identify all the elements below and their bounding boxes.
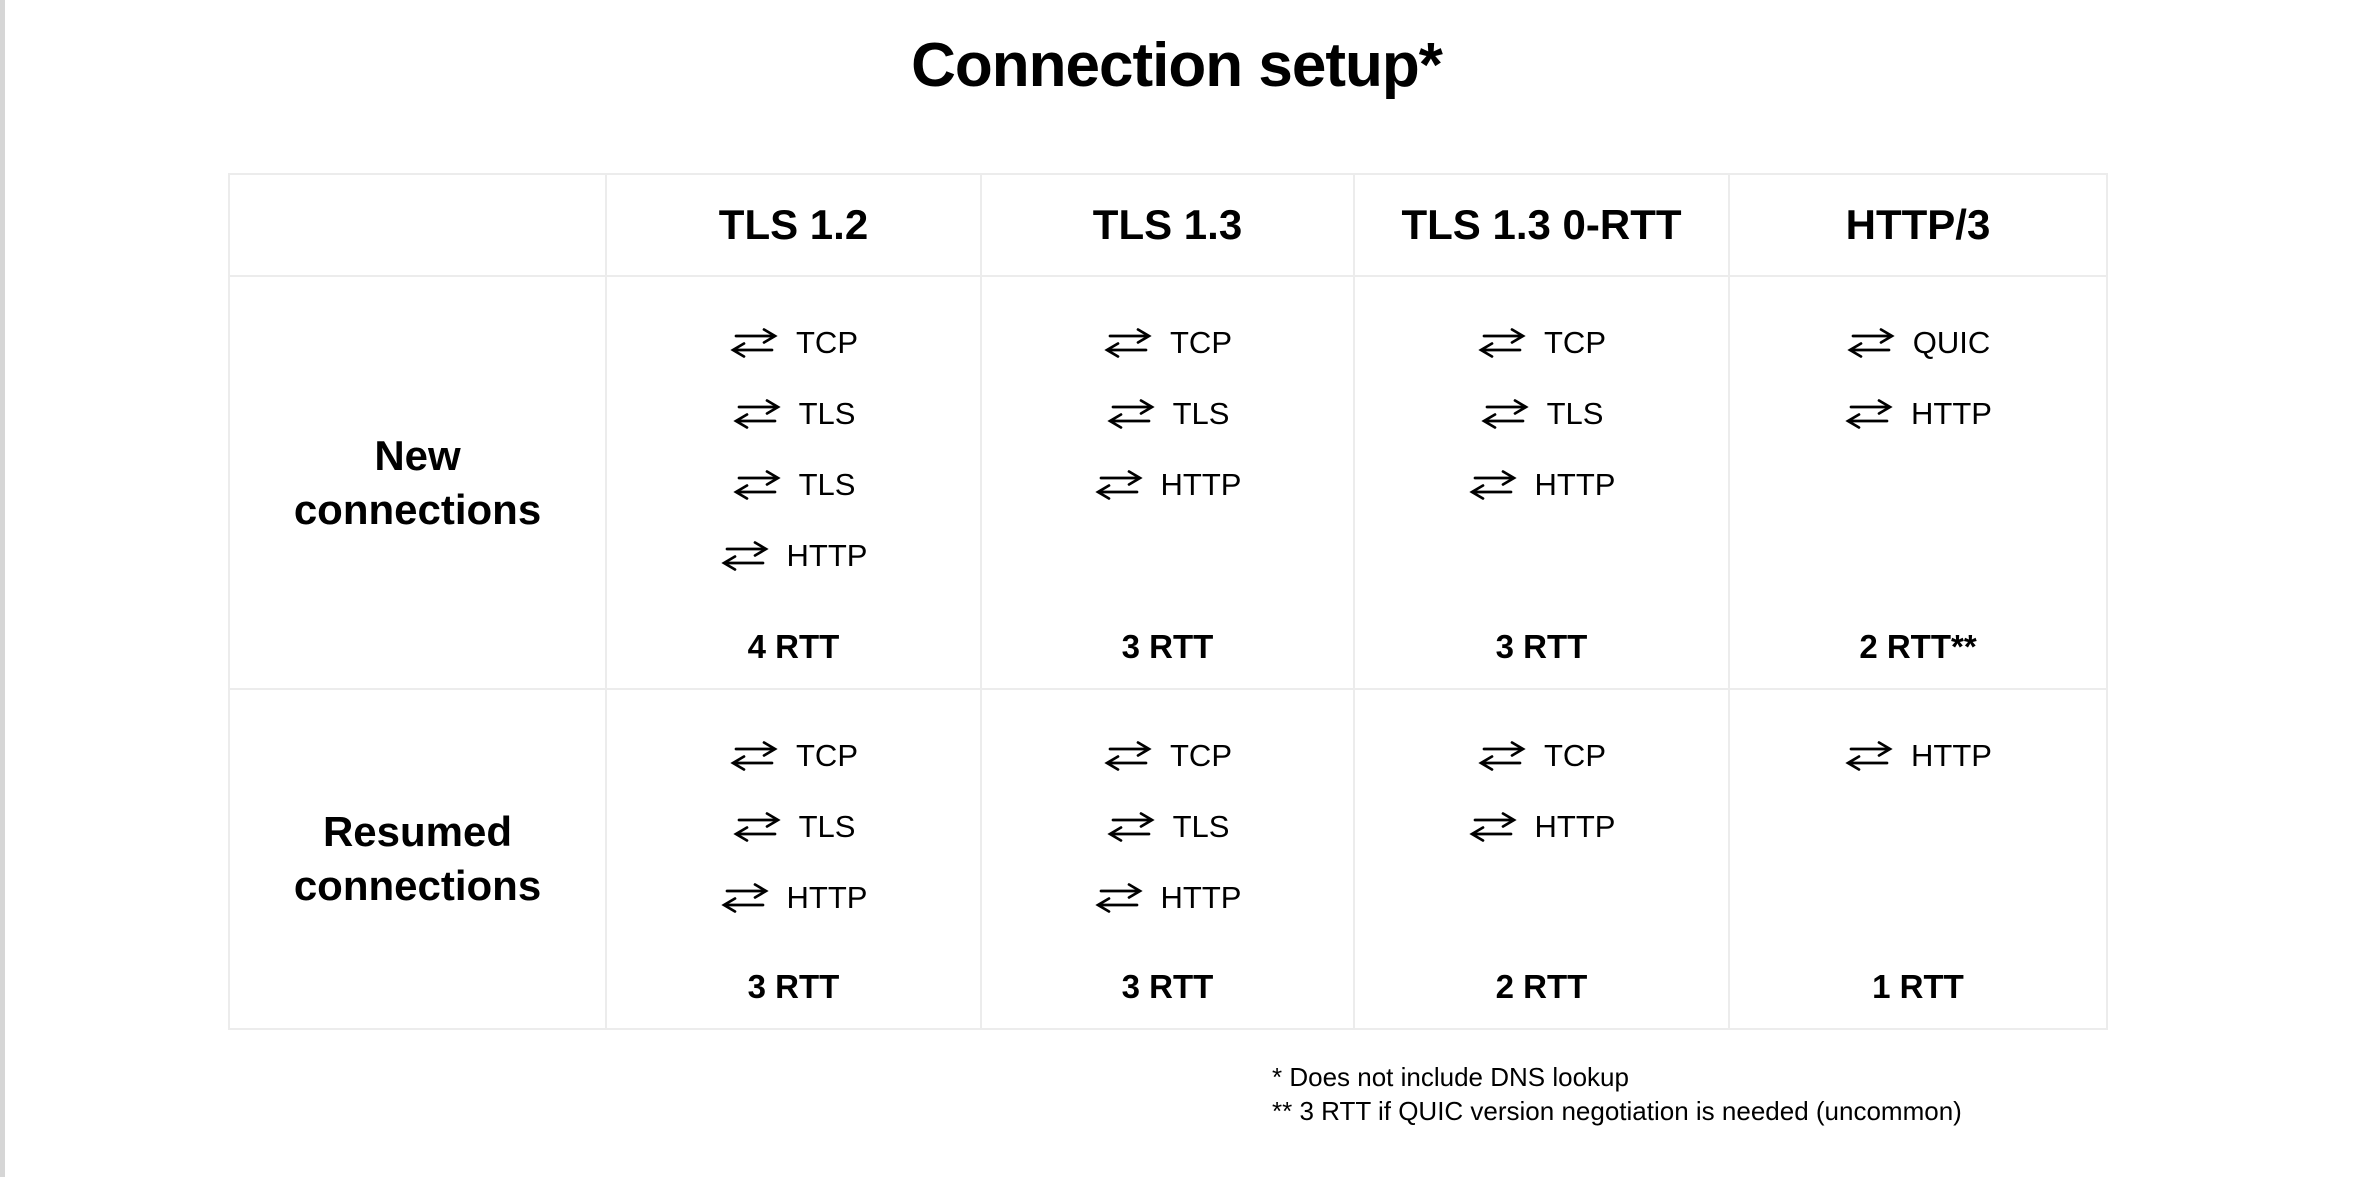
- handshake-step: QUIC: [1846, 325, 1991, 361]
- column-header-tls-1-2: TLS 1.2: [607, 175, 982, 277]
- handshake-step: TCP: [1477, 325, 1606, 361]
- round-trip-arrows-icon: [1479, 328, 1525, 358]
- round-trip-arrows-icon: [722, 541, 767, 571]
- column-header-empty: [230, 175, 607, 277]
- protocol-label: HTTP: [786, 880, 868, 915]
- handshake-step: TLS: [1480, 396, 1604, 432]
- round-trip-arrows-icon: [1108, 812, 1153, 842]
- row-label-text: Resumed connections: [293, 808, 542, 909]
- protocol-label: TLS: [1546, 396, 1604, 431]
- protocol-label: HTTP: [1534, 809, 1616, 844]
- protocol-label: TLS: [1172, 396, 1230, 431]
- round-trip-arrows-icon: [1479, 741, 1525, 771]
- handshake-step: HTTP: [1468, 809, 1616, 845]
- handshake-step: TLS: [732, 809, 856, 845]
- round-trip-arrows-icon: [1470, 812, 1515, 842]
- cell-resumed-tls-1-3: TCP TLS HTTP 3 RTT: [982, 690, 1355, 1030]
- row-label-text: New connections: [293, 431, 542, 533]
- handshake-step: TLS: [732, 396, 856, 432]
- protocol-label: TCP: [796, 325, 858, 360]
- protocol-label: HTTP: [1534, 467, 1616, 502]
- handshake-step: HTTP: [1094, 880, 1242, 916]
- handshake-step: HTTP: [720, 880, 868, 916]
- footnotes: * Does not include DNS lookup ** 3 RTT i…: [1272, 1060, 1962, 1128]
- cell-new-http3: QUIC HTTP 2 RTT**: [1730, 277, 2108, 690]
- round-trip-arrows-icon: [1482, 399, 1527, 429]
- round-trip-arrows-icon: [1105, 741, 1151, 771]
- rtt-total: 2 RTT**: [1859, 628, 1977, 665]
- handshake-step: HTTP: [1844, 396, 1992, 432]
- protocol-label: HTTP: [1160, 880, 1242, 915]
- rtt-total: 3 RTT: [1121, 628, 1214, 665]
- page-title: Connection setup*: [911, 31, 1443, 100]
- handshake-step: TLS: [1106, 809, 1230, 845]
- round-trip-arrows-icon: [1108, 399, 1153, 429]
- round-trip-arrows-icon: [1848, 328, 1894, 358]
- column-header-tls-1-3: TLS 1.3: [982, 175, 1355, 277]
- round-trip-arrows-icon: [734, 399, 779, 429]
- handshake-step: HTTP: [1094, 467, 1242, 503]
- protocol-label: TCP: [1544, 325, 1606, 360]
- round-trip-arrows-icon: [731, 328, 777, 358]
- round-trip-arrows-icon: [1470, 470, 1515, 500]
- handshake-step: TCP: [1477, 738, 1606, 774]
- handshake-step: TCP: [1103, 738, 1232, 774]
- protocol-label: HTTP: [786, 538, 868, 573]
- rtt-total: 3 RTT: [747, 968, 840, 1005]
- row-label-new-connections: New connections: [230, 277, 607, 690]
- protocol-label: TCP: [796, 738, 858, 773]
- cell-resumed-http3: HTTP 1 RTT: [1730, 690, 2108, 1030]
- cell-resumed-tls-1-2: TCP TLS HTTP 3 RTT: [607, 690, 982, 1030]
- cell-new-tls-1-2: TCP TLS TLS HTTP 4 RTT: [607, 277, 982, 690]
- round-trip-arrows-icon: [734, 812, 779, 842]
- round-trip-arrows-icon: [1096, 883, 1141, 913]
- cell-new-tls-1-3-0rtt: TCP TLS HTTP 3 RTT: [1355, 277, 1730, 690]
- cell-resumed-tls-1-3-0rtt: TCP HTTP 2 RTT: [1355, 690, 1730, 1030]
- footnote-quic-negotiation: ** 3 RTT if QUIC version negotiation is …: [1272, 1096, 1962, 1126]
- handshake-step: HTTP: [1468, 467, 1616, 503]
- round-trip-arrows-icon: [1846, 741, 1892, 771]
- rtt-total: 3 RTT: [1121, 968, 1214, 1005]
- protocol-label: TLS: [798, 396, 856, 431]
- column-header-tls-1-3-0rtt: TLS 1.3 0-RTT: [1355, 175, 1730, 277]
- protocol-label: HTTP: [1160, 467, 1242, 502]
- handshake-step: TCP: [729, 325, 858, 361]
- handshake-step: TCP: [1103, 325, 1232, 361]
- round-trip-arrows-icon: [734, 470, 779, 500]
- handshake-step: TLS: [732, 467, 856, 503]
- round-trip-arrows-icon: [731, 741, 777, 771]
- protocol-label: HTTP: [1911, 738, 1992, 773]
- page-left-border: [0, 0, 5, 1177]
- protocol-label: TLS: [798, 809, 856, 844]
- row-label-resumed-connections: Resumed connections: [230, 690, 607, 1030]
- round-trip-arrows-icon: [1105, 328, 1151, 358]
- handshake-step: HTTP: [1844, 738, 1992, 774]
- protocol-label: TCP: [1170, 738, 1232, 773]
- round-trip-arrows-icon: [722, 883, 767, 913]
- protocol-label: TCP: [1170, 325, 1232, 360]
- protocol-label: HTTP: [1911, 396, 1992, 431]
- handshake-step: TCP: [729, 738, 858, 774]
- handshake-step: HTTP: [720, 538, 868, 574]
- footnote-dns: * Does not include DNS lookup: [1272, 1062, 1629, 1092]
- rtt-total: 2 RTT: [1495, 968, 1588, 1005]
- round-trip-arrows-icon: [1096, 470, 1141, 500]
- protocol-label: QUIC: [1912, 325, 1991, 360]
- round-trip-arrows-icon: [1846, 399, 1892, 429]
- rtt-total: 4 RTT: [747, 628, 840, 665]
- rtt-total: 3 RTT: [1495, 628, 1588, 665]
- connection-setup-table: TLS 1.2 TLS 1.3 TLS 1.3 0-RTT HTTP/3 New…: [228, 173, 2108, 1030]
- column-header-http3: HTTP/3: [1730, 175, 2108, 277]
- protocol-label: TLS: [1172, 809, 1230, 844]
- cell-new-tls-1-3: TCP TLS HTTP 3 RTT: [982, 277, 1355, 690]
- rtt-total: 1 RTT: [1872, 968, 1964, 1005]
- protocol-label: TLS: [798, 467, 856, 502]
- handshake-step: TLS: [1106, 396, 1230, 432]
- protocol-label: TCP: [1544, 738, 1606, 773]
